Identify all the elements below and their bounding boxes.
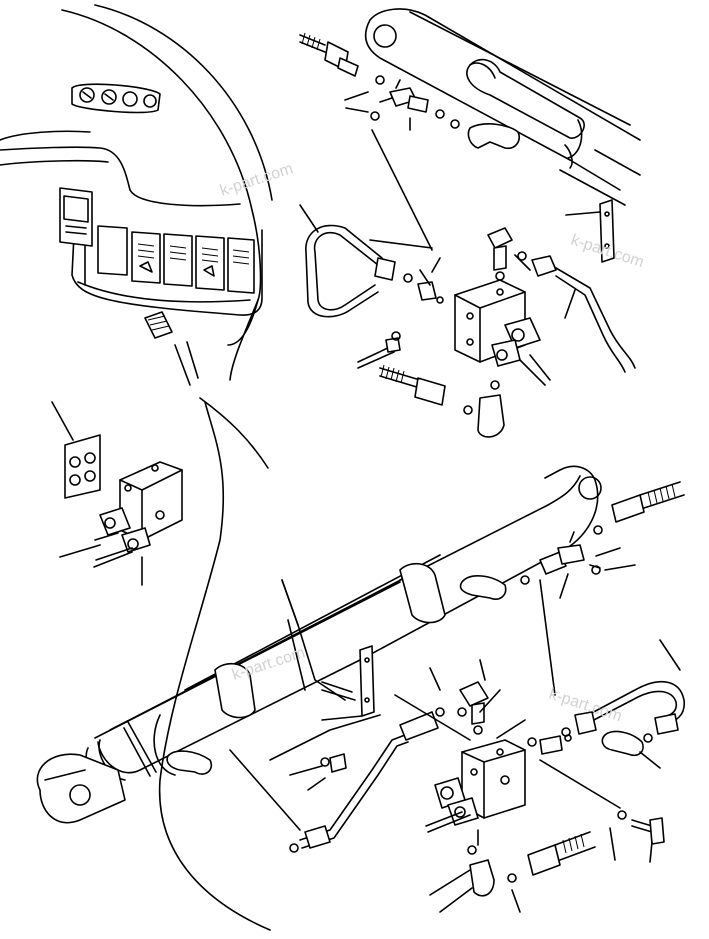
lower-valve-block [425,739,526,833]
lower-tee-fitting [539,531,636,696]
lower-valve-fittings [394,659,572,913]
lower-cylinder [85,465,602,786]
upper-valve-block [454,279,551,386]
watermark-text: k-part.com [230,644,307,684]
rod-end-clevis [36,753,126,824]
watermark-text: k-part.com [218,160,295,200]
lower-bracket [321,645,375,721]
indicator-light-cluster [71,83,161,114]
lower-hose-end [593,481,685,535]
switch-panel [97,225,255,294]
upper-bracket [565,199,615,263]
upper-cylinder [364,8,641,206]
upper-bolt-and-hose [357,129,505,438]
lower-pipe-and-bolt [281,579,445,853]
lower-elbow-fitting [601,730,661,769]
upper-valve-fittings [403,227,636,373]
small-control-valve [59,461,183,586]
lower-pipe-loop [561,639,686,737]
lower-cylinder-elbow [166,575,530,775]
rocker-switch [59,187,93,247]
decal-plate [51,401,101,499]
wire-harness [144,299,271,931]
lower-washers [229,714,381,831]
lower-hose-and-bolt [527,759,665,876]
upper-hose-end [299,32,385,85]
upper-tee-fitting [344,79,521,150]
cab-dash-panel [0,4,273,346]
upper-valve-pipe-loop [299,204,396,318]
